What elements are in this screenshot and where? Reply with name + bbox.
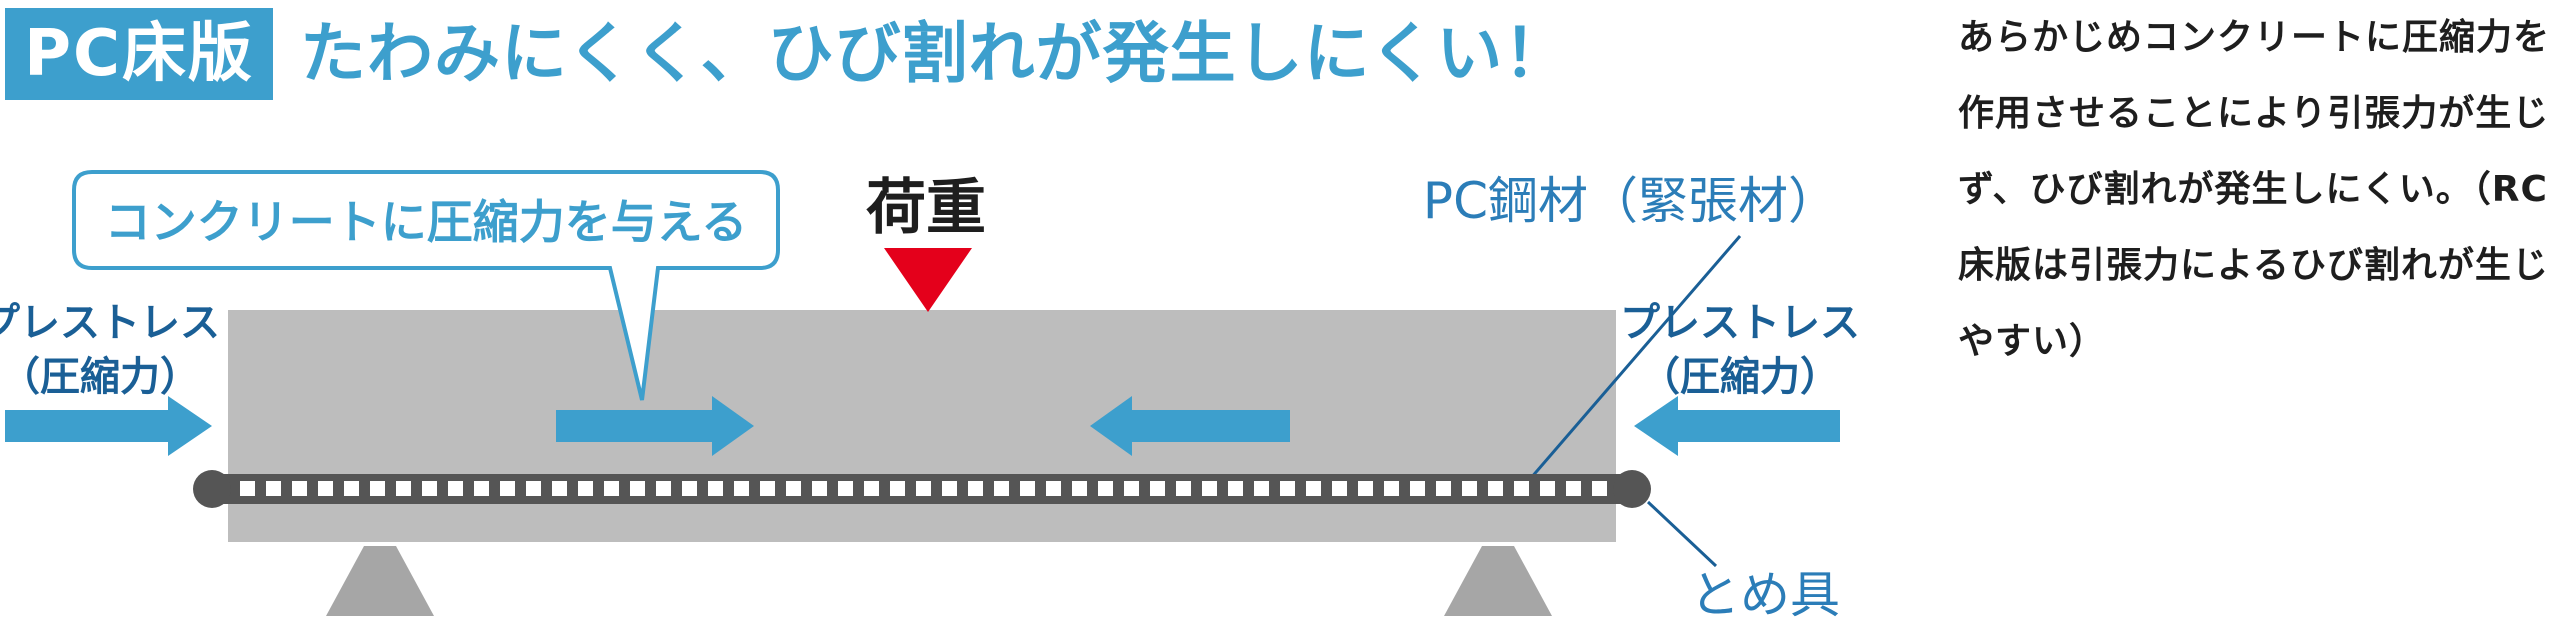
tendon-dash [630,481,645,496]
anchor-right [1613,470,1651,508]
tendon-dash [942,481,957,496]
tendon-dash [1098,481,1113,496]
compression-arrow-inner-right [1090,396,1290,456]
tendon-dash [968,481,983,496]
tendon-dash [1358,481,1373,496]
tendon-dash [1280,481,1295,496]
prestress-right-sublabel: （圧縮力） [1640,354,1840,400]
tendon-dash [1410,481,1425,496]
tendon-dash [812,481,827,496]
compression-arrow-inner-left [556,396,754,456]
tendon-dash [1020,481,1035,496]
prestress-left-sublabel: （圧縮力） [0,354,200,400]
tendon-dash [578,481,593,496]
tendon-dash [708,481,723,496]
tendon-dash [916,481,931,496]
tendon-dash [318,481,333,496]
support-left [326,546,434,616]
tendon-dash [448,481,463,496]
prestress-left-label: プレストレス [0,300,220,346]
tendon-dash [396,481,411,496]
tendon-dash [1176,481,1191,496]
tendon-dash [1592,481,1607,496]
prestress-right-label: プレストレス [1620,300,1860,346]
page-headline: たわみにくく、ひび割れが発生しにくい！ [300,15,1571,92]
tendon-dash [474,481,489,496]
tendon-dash [1488,481,1503,496]
tendon-dash [1150,481,1165,496]
tendon-dash [1124,481,1139,496]
tendon-dash [266,481,281,496]
explanation-note: あらかじめコンクリートに圧縮力を作用させることにより引張力が生じず、ひび割れが発… [1958,17,2551,362]
tendon-dash [344,481,359,496]
tendon-dash [656,481,671,496]
tendon-dash [1332,481,1347,496]
tendon-dash [682,481,697,496]
tendon-dash [292,481,307,496]
support-right [1444,546,1552,616]
concrete-slab [228,310,1616,542]
tendon-dash [1072,481,1087,496]
tendon-dash [734,481,749,496]
tendon-dash [526,481,541,496]
tendon-label: PC鋼材（緊張材） [1423,172,1838,230]
tendon-dashes [240,481,1607,496]
prestress-arrow-right [1634,396,1840,456]
tendon-dash [1046,481,1061,496]
prestress-arrow-left [5,396,212,456]
tendon-dash [1566,481,1581,496]
callout-text: コンクリートに圧縮力を与える [105,195,748,249]
tendon-dash [838,481,853,496]
tendon-dash [1202,481,1217,496]
tendon-dash [1462,481,1477,496]
tendon-dash [1436,481,1451,496]
tendon-dash [1306,481,1321,496]
tendon-dash [1514,481,1529,496]
anchor-label: とめ具 [1690,566,1840,623]
prestressed-slab-diagram: コンクリートに圧縮力を与える 荷重 PC鋼材（緊張材） プレストレス （圧縮力）… [0,170,1860,623]
tendon-dash [604,481,619,496]
tendon-dash [786,481,801,496]
tendon-dash [500,481,515,496]
tendon-dash [240,481,255,496]
tendon-dash [1540,481,1555,496]
title-badge: PC床版 [5,8,273,100]
load-arrow [884,248,972,312]
callout-bubble [72,170,780,401]
tendon-dash [1228,481,1243,496]
tendon-dash [422,481,437,496]
tendon-dash [1384,481,1399,496]
tendon-dash [890,481,905,496]
anchor-left [193,470,231,508]
tendon-dash [1254,481,1269,496]
tendon-dash [552,481,567,496]
load-label: 荷重 [866,173,986,243]
tendon-dash [994,481,1009,496]
anchor-leader-line [1646,500,1718,568]
tendon-dash [370,481,385,496]
tendon-leader-line [1522,235,1742,487]
tendon-dash [864,481,879,496]
tendon-dash [760,481,775,496]
